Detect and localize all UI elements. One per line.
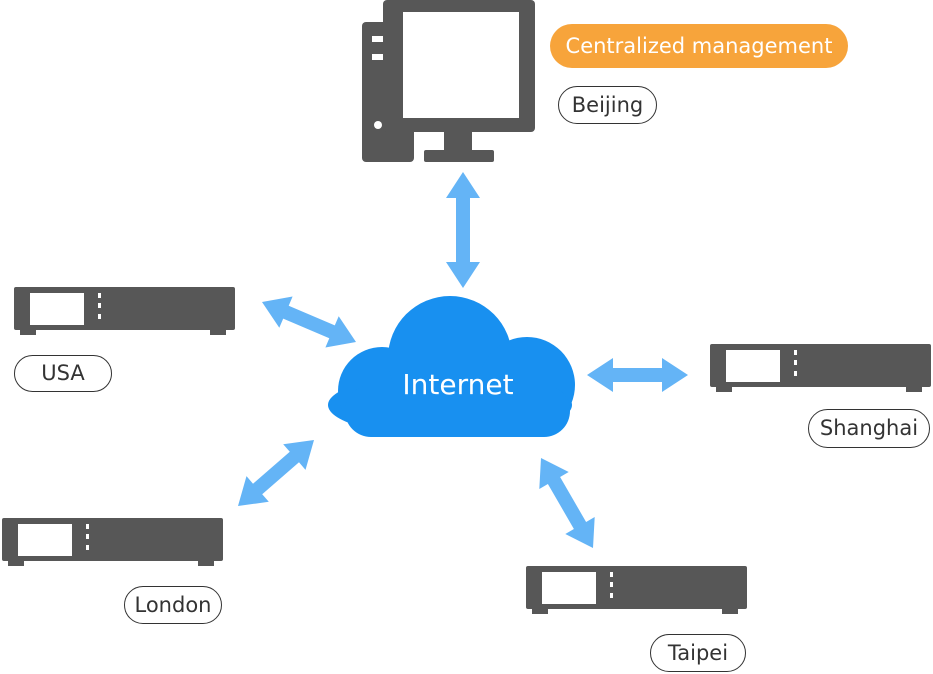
network-device-icon <box>526 566 747 614</box>
arrow-taipei <box>539 458 595 548</box>
shanghai-label: Shanghai <box>808 409 930 448</box>
beijing-label: Beijing <box>558 86 657 124</box>
arrow-shanghai <box>587 358 688 392</box>
arrow-beijing <box>446 172 480 288</box>
centralized-management-badge: Centralized management <box>550 24 848 68</box>
desktop-computer-icon <box>362 0 535 162</box>
arrow-usa <box>262 296 356 348</box>
usa-label: USA <box>14 355 112 392</box>
internet-label: Internet <box>402 368 514 401</box>
taipei-label: Taipei <box>650 634 746 672</box>
cloud-icon <box>328 296 575 437</box>
network-device-icon <box>14 287 235 335</box>
network-device-icon <box>710 344 931 392</box>
connection-arrows <box>238 172 688 548</box>
london-label: London <box>124 586 222 624</box>
arrow-london <box>238 440 314 506</box>
network-device-icon <box>2 518 223 566</box>
